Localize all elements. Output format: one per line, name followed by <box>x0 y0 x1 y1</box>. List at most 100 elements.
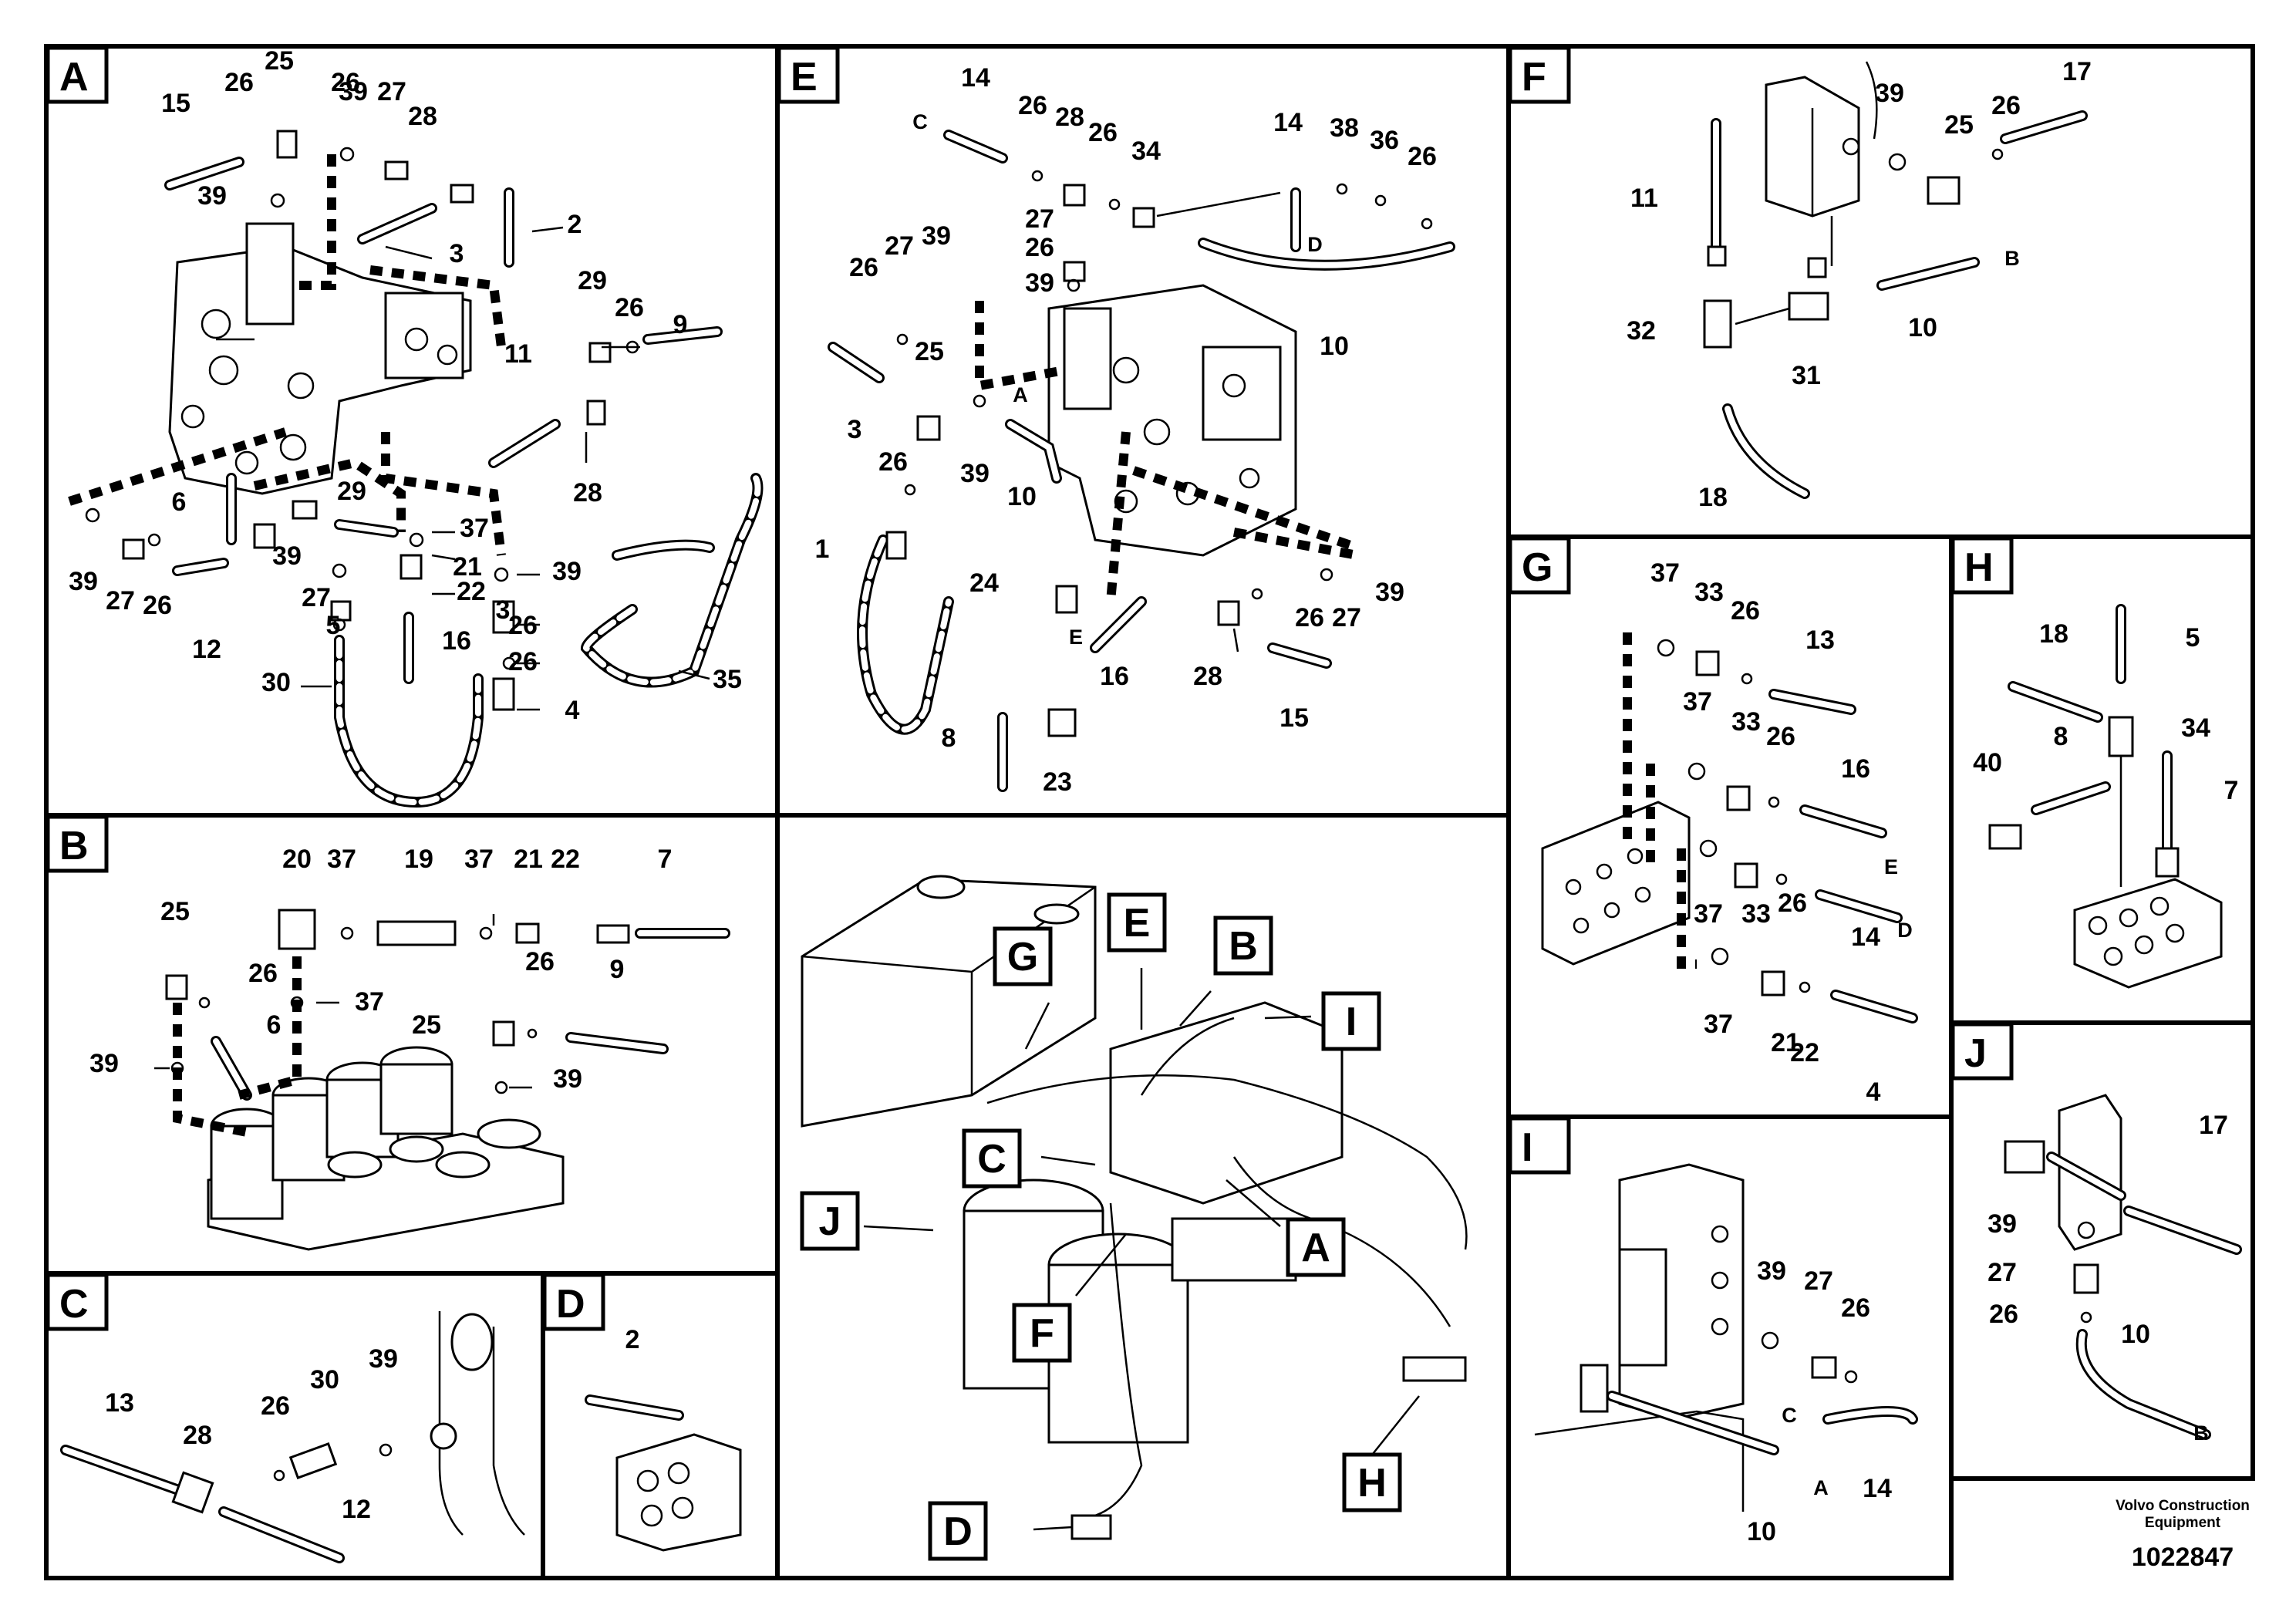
overview-label-box <box>1286 1217 1346 1277</box>
panel-a-callout: 30 <box>261 668 291 697</box>
panel-g-callout: 33 <box>1694 578 1724 607</box>
panel-f-callout: 11 <box>1630 184 1658 213</box>
panel-b-callout: 26 <box>248 959 278 988</box>
panel-g-callout: 37 <box>1683 687 1712 717</box>
panel-d-callout: 2 <box>625 1325 640 1354</box>
panel-e-callout: 27 <box>1025 204 1054 234</box>
panel-e-callout: 36 <box>1370 126 1399 155</box>
panel-e-callout: 28 <box>1055 103 1084 132</box>
panel-b-callout: 6 <box>267 1010 282 1040</box>
panel-c-callout: 26 <box>261 1391 290 1421</box>
panel-a-callout: 11 <box>504 339 532 369</box>
panel-f: F <box>1508 46 2088 499</box>
panel-a-letter: A <box>59 55 89 99</box>
panel-b-callout: 20 <box>282 845 312 874</box>
panel-g-letter-box <box>1508 536 1571 595</box>
panel-e-callout: 39 <box>1375 578 1404 607</box>
panel-a-callout: 29 <box>578 266 607 295</box>
panel-e-callout: 15 <box>1279 703 1309 733</box>
panel-a-callout: 5 <box>326 611 341 640</box>
panel-b-callout: 9 <box>610 955 625 984</box>
panel-e-callout: 14 <box>961 63 990 93</box>
panel-e-callout: 25 <box>915 337 944 366</box>
panel-e-callout: 26 <box>1018 91 1047 120</box>
panel-i-callout: 39 <box>1757 1256 1786 1286</box>
panel-i-callout: 26 <box>1841 1293 1870 1323</box>
overview-label-box <box>993 926 1053 986</box>
panel-c-letter-box <box>46 1273 109 1331</box>
panel-c-callout: 28 <box>183 1421 212 1450</box>
panel-b-callout: 26 <box>525 947 555 976</box>
overview-label: B <box>1229 924 1258 969</box>
footer: Volvo Construction Equipment 1022847 <box>2116 1498 2250 1572</box>
panel-e-callout: 27 <box>1332 603 1361 632</box>
panel-g-callout: 4 <box>1866 1077 1881 1107</box>
panel-a-callout: 26 <box>508 647 538 676</box>
machine-overview <box>801 875 1468 1540</box>
overview-label: A <box>1301 1226 1330 1270</box>
panel-h-callout: 18 <box>2039 619 2068 649</box>
panel-e-callout: 26 <box>878 447 908 477</box>
panel-b-callout: 19 <box>404 845 433 874</box>
panel-e-callout: 28 <box>1193 662 1222 691</box>
panel-e-callout: 39 <box>922 221 951 251</box>
panel-b-callout: 25 <box>412 1010 441 1040</box>
panel-e-letter: E <box>791 55 818 99</box>
panel-a-callout: 26 <box>615 293 644 322</box>
panel-a-callout: 35 <box>713 665 742 694</box>
panel-a-callout: 25 <box>265 46 294 76</box>
panel-a-callout: 15 <box>161 89 190 118</box>
panel-a-callout: 2 <box>568 210 582 239</box>
overview-label: H <box>1357 1461 1387 1506</box>
panel-i-callout: 27 <box>1804 1266 1833 1296</box>
panel-b-callout: 39 <box>89 1049 119 1078</box>
panel-f-letter-box <box>1508 46 1571 104</box>
panel-e-callout: 1 <box>815 534 830 564</box>
panel-b: B <box>46 814 730 1251</box>
panel-e-callout: 14 <box>1273 108 1303 137</box>
overview-label: D <box>943 1509 973 1554</box>
panel-g-port-letter: E <box>1884 855 1898 878</box>
panel-g-callout: 26 <box>1766 722 1795 751</box>
control-valve-block <box>168 222 472 495</box>
overview-label-box <box>1012 1303 1072 1363</box>
panel-j-callout: 26 <box>1989 1300 2018 1329</box>
panel-g-port-letter: D <box>1897 919 1913 942</box>
overview-label: G <box>1007 935 1038 980</box>
panel-b-callout: 37 <box>327 845 356 874</box>
panel-e: E <box>777 46 1455 792</box>
panel-a-callout: 4 <box>565 696 580 725</box>
panel-e-callout: 10 <box>1007 482 1037 511</box>
panel-f-callout: 26 <box>1991 91 2021 120</box>
panel-d-letter-box <box>542 1273 605 1331</box>
panel-g-callout: 26 <box>1731 596 1760 626</box>
panel-h-callout: 5 <box>2186 623 2200 653</box>
panel-e-letter-box <box>777 46 840 104</box>
panel-j-port-letter: B <box>2193 1421 2209 1445</box>
panel-a-callout: 3 <box>496 595 511 625</box>
panel-e-callout: 26 <box>1025 233 1054 262</box>
overview-leaders <box>863 968 1420 1531</box>
panel-e-port-letter: A <box>1013 383 1028 406</box>
panel-e-callout: 38 <box>1330 113 1359 143</box>
panel-e-callout: 26 <box>1088 118 1118 147</box>
panel-a-callout: 3 <box>450 239 464 268</box>
panel-h-callout: 8 <box>2054 722 2068 751</box>
panel-f-callout: 39 <box>1875 79 1904 108</box>
panel-b-callout: 37 <box>355 987 384 1017</box>
panel-j-callout: 10 <box>2121 1320 2150 1349</box>
panel-f-callout: 10 <box>1908 313 1937 342</box>
panel-a-callout: 39 <box>552 557 582 586</box>
panel-g-callout: 22 <box>1790 1038 1819 1067</box>
panel-e-callout: 27 <box>885 231 914 261</box>
panel-i: I <box>1508 1116 1918 1512</box>
panel-h-callout: 7 <box>2224 776 2239 805</box>
panel-a-callout: 27 <box>377 77 406 106</box>
panel-g-callout: 33 <box>1731 707 1761 737</box>
panel-e-port-letter: C <box>912 110 928 133</box>
panel-h-letter-box <box>1950 536 2014 595</box>
solenoid-valve-block <box>207 1046 565 1251</box>
